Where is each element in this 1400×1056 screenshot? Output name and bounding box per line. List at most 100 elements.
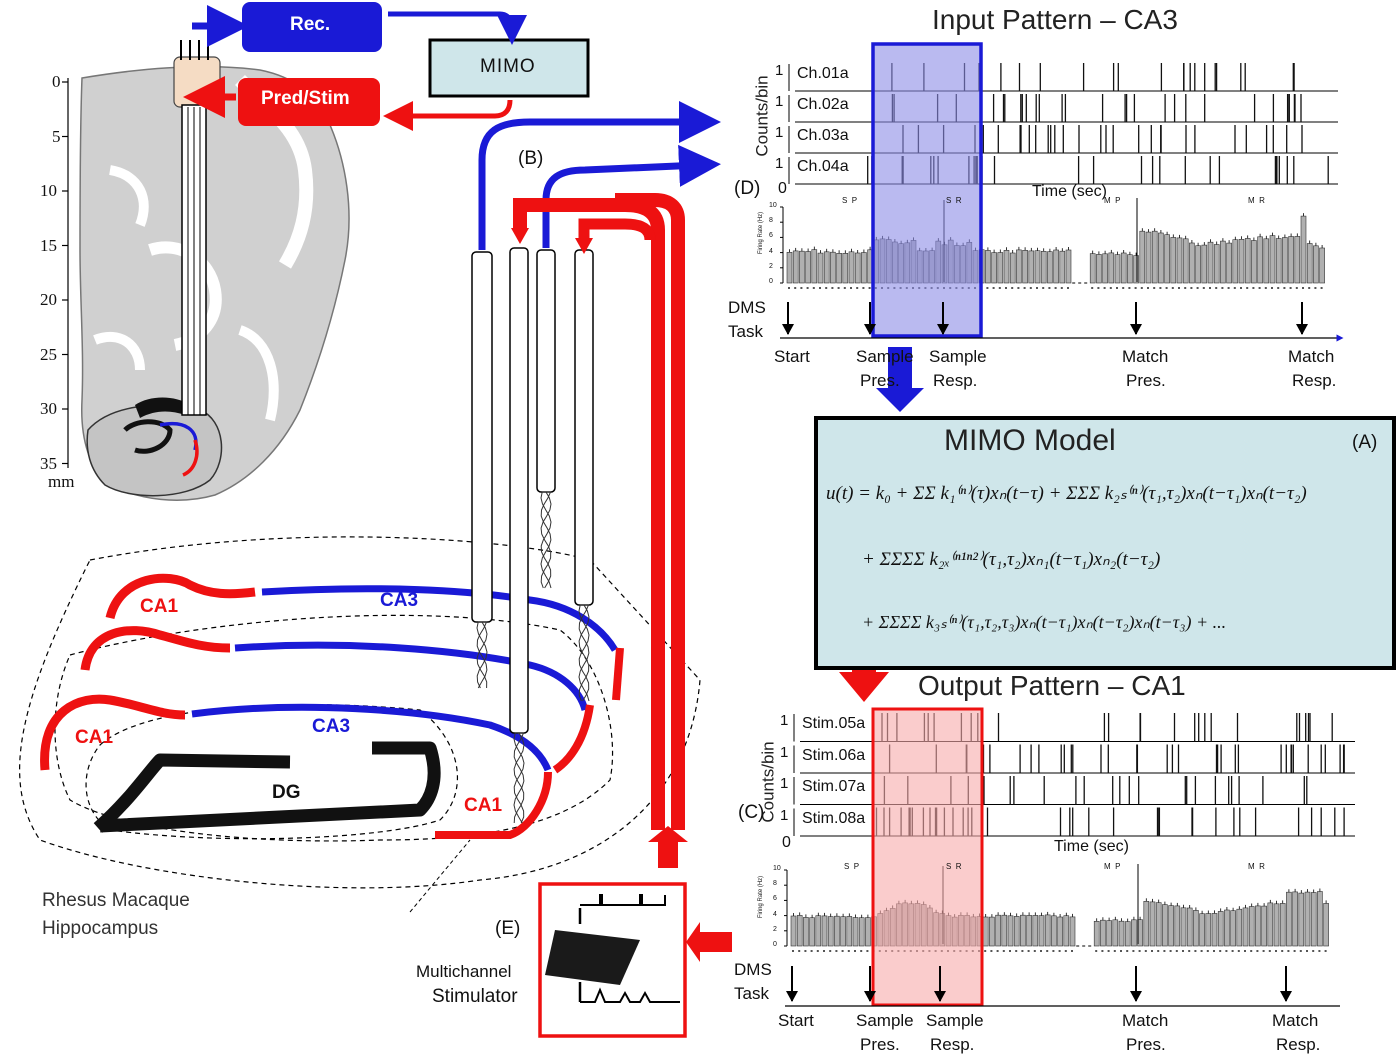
- rate-bar: [1133, 255, 1139, 284]
- rate-xtick-dot: [1116, 287, 1118, 289]
- output-event-marks-mr: M R: [1248, 862, 1265, 871]
- input-channel-scale: 1: [775, 124, 784, 141]
- rate-xtick-dot: [825, 287, 828, 289]
- rate-bar: [848, 251, 855, 284]
- ca1-label-1: CA1: [140, 596, 179, 617]
- tube-2: [509, 247, 529, 734]
- rate-xtick-dot: [794, 287, 797, 289]
- rate-xtick-dot: [800, 287, 803, 289]
- rate-xtick-dot: [1027, 950, 1030, 952]
- rate-bar: [1193, 910, 1199, 947]
- hippocampus-outline-inner: [85, 704, 458, 840]
- hippocampus-outline-mid: [54, 614, 614, 842]
- rate-xtick-dot: [837, 287, 840, 289]
- rate-xtick-dot: [806, 287, 809, 289]
- brain-sulcus-4: [238, 325, 279, 422]
- rate-xtick-dot: [1015, 950, 1018, 952]
- rate-xtick-dot: [1157, 950, 1160, 952]
- rate-bar: [1298, 892, 1305, 947]
- rate-bar: [1063, 915, 1070, 947]
- rate-xtick-dot: [1209, 287, 1211, 289]
- rate-xtick-dot: [1107, 950, 1110, 952]
- rate-xtick-dot: [1048, 287, 1051, 289]
- dms-event-arrowhead: [937, 324, 949, 335]
- input-rate-tick-label: 6: [769, 232, 773, 240]
- rate-xtick-dot: [1281, 950, 1284, 952]
- rate-bar: [1220, 240, 1226, 284]
- rate-xtick-dot: [1244, 950, 1246, 952]
- ca1-label-2: CA1: [75, 727, 114, 748]
- rate-xtick-dot: [843, 287, 846, 289]
- input-channel-label: Ch.04a: [797, 158, 849, 175]
- rate-bar: [1112, 919, 1119, 947]
- rate-xtick-dot: [1046, 950, 1049, 952]
- output-rate-tick-label: 6: [773, 895, 777, 903]
- rate-bar: [1013, 916, 1020, 947]
- output-scale-zero: 0: [782, 834, 791, 851]
- rate-bar: [1242, 907, 1249, 947]
- stim-arrowhead-2: [575, 238, 593, 254]
- input-channel-scale: 1: [775, 62, 784, 79]
- depth-tick-label: 35: [40, 453, 57, 473]
- rate-xtick-dot: [1109, 287, 1112, 289]
- rate-bar: [1226, 242, 1232, 284]
- ca3-label-1: CA3: [380, 590, 419, 611]
- rate-bar: [1275, 238, 1282, 284]
- input-scale-zero: 0: [778, 180, 787, 197]
- input-rate-tick-label: 0: [769, 278, 773, 285]
- rate-xtick-dot: [1165, 287, 1168, 289]
- rate-xtick-dot: [862, 287, 865, 289]
- rate-xtick-dot: [1237, 950, 1240, 952]
- rate-xtick-dot: [1246, 287, 1249, 289]
- rate-bar: [1186, 907, 1193, 947]
- rate-xtick-dot: [1252, 287, 1255, 289]
- rate-xtick-dot: [868, 287, 871, 289]
- input-rate-tick-label: 10: [769, 202, 777, 209]
- rate-bar: [1118, 920, 1125, 947]
- dms-event-arrowhead: [786, 991, 798, 1002]
- input-dms-match-resp-1: Match: [1288, 347, 1335, 366]
- rate-xtick-dot: [1067, 287, 1069, 289]
- brain-sulcus-5: [108, 165, 149, 227]
- rate-bar: [1124, 921, 1131, 947]
- rate-bar: [1201, 244, 1208, 284]
- rate-bar: [1323, 903, 1329, 947]
- rate-bar: [852, 917, 859, 947]
- rate-bar: [1127, 254, 1133, 284]
- rate-bar: [1205, 913, 1212, 947]
- rate-bar: [1096, 254, 1102, 284]
- rate-bar: [1131, 919, 1137, 947]
- rate-xtick-dot: [1134, 287, 1137, 289]
- twisted-wire: [540, 491, 552, 589]
- rate-xtick-dot: [856, 287, 859, 289]
- output-dms-task-line2: Task: [734, 984, 769, 1003]
- depth-axis: [62, 78, 69, 468]
- mimo-equation-line1: u(t) = k₀ + ΣΣ k₁⁽ⁿ⁾(τ)xₙ(t−τ) + ΣΣΣ k₂ₛ…: [826, 483, 1307, 504]
- dms-event-arrowhead: [1130, 324, 1142, 335]
- rate-bar: [1263, 238, 1270, 284]
- tube-1: [471, 251, 493, 623]
- rate-bar: [1038, 915, 1045, 947]
- rate-bar: [982, 916, 989, 947]
- ca1-layer-2: [80, 626, 231, 671]
- rate-bar: [1158, 232, 1164, 284]
- dms-event-arrowhead: [864, 991, 876, 1002]
- twisted-wire: [540, 491, 552, 589]
- ca1-layer-2-end: [552, 704, 594, 774]
- mimo-equation-line2: + ΣΣΣΣ k₂ₓ⁽ⁿ¹ⁿ²⁾(τ₁,τ₂)xₙ₁(t−τ₁)xₙ₂(t−τ₂…: [862, 549, 1161, 570]
- input-event-marks-mp: M P: [1104, 196, 1121, 205]
- input-event-marks-mr: M R: [1248, 196, 1265, 205]
- input-dms-match-pres-1: Match: [1122, 347, 1169, 366]
- ca1-layer-1: [105, 573, 256, 620]
- rate-xtick-dot: [1138, 950, 1141, 952]
- rate-xtick-dot: [1196, 287, 1199, 289]
- rate-bar: [811, 249, 818, 284]
- panel-label-a: (A): [1352, 432, 1378, 453]
- rate-bar: [1020, 914, 1026, 947]
- rate-xtick-dot: [1021, 950, 1024, 952]
- rate-bar: [796, 915, 803, 947]
- rate-xtick-dot: [1023, 287, 1026, 289]
- rate-xtick-dot: [823, 950, 825, 952]
- stimulator-label-line2: Stimulator: [432, 986, 518, 1007]
